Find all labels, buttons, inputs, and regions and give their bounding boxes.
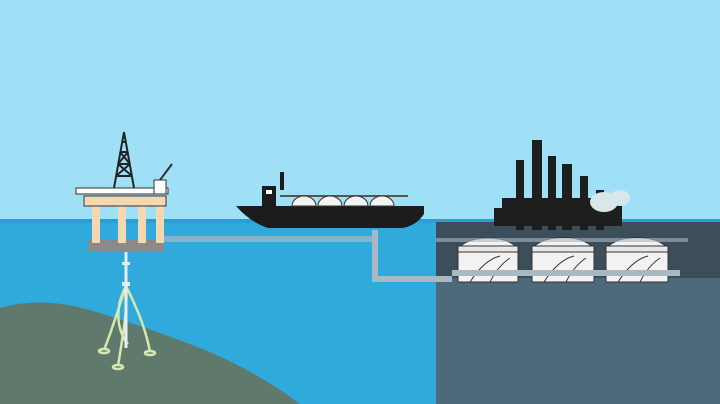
lng-tanks-on-deck [291, 195, 395, 207]
seabed [0, 302, 300, 404]
subsea-pipeline [164, 236, 374, 242]
sky [0, 0, 720, 222]
refinery [494, 140, 622, 230]
riser [122, 252, 130, 348]
smoke [590, 190, 630, 212]
lng-carrier-ship [236, 172, 424, 228]
offshore-platform [75, 131, 173, 252]
derrick [113, 131, 135, 189]
transfer-pipeline [372, 230, 688, 282]
